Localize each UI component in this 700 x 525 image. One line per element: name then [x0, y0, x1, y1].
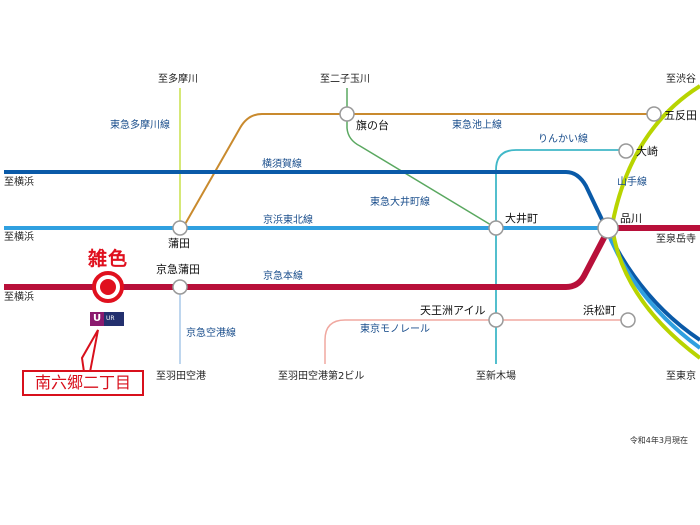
station-keikyu-kamata-marker[interactable] [172, 279, 188, 295]
label-tokyu-ikegami: 東急池上線 [452, 120, 502, 131]
label-rinkai: りんかい線 [538, 134, 588, 145]
nearest-stop-callout: 南六郷二丁目 [22, 370, 144, 396]
ur-logo-mark-icon: U [90, 312, 104, 326]
station-tennozu-label: 天王洲アイル [420, 304, 486, 317]
station-gotanda-marker[interactable] [646, 106, 662, 122]
dest-shibuya: 至渋谷 [666, 74, 696, 85]
station-hatanodai-label: 旗の台 [356, 119, 389, 132]
callout-pointer [80, 329, 99, 373]
label-tokyo-monorail: 東京モノレール [360, 324, 430, 335]
dest-futakotamagawa: 至二子玉川 [320, 74, 370, 85]
line-tokyo-monorail [324, 319, 628, 364]
line-rinkai [495, 149, 626, 364]
station-shinagawa-marker[interactable] [597, 217, 619, 239]
station-keikyu-kamata-label: 京急蒲田 [156, 263, 200, 276]
dest-tokyo: 至東京 [666, 371, 696, 382]
station-shinagawa-label: 品川 [620, 212, 642, 225]
label-yokosuka: 横須賀線 [262, 159, 302, 170]
label-yamanote: 山手線 [617, 177, 647, 188]
station-tennozu-marker[interactable] [488, 312, 504, 328]
station-hamamatsucho-label: 浜松町 [583, 304, 616, 317]
label-keikyu-main: 京急本線 [263, 271, 303, 282]
line-tokyu-ikegami [183, 113, 654, 227]
ur-logo: U UR [90, 312, 124, 326]
line-keikyu-main [4, 225, 700, 290]
station-hatanodai-marker[interactable] [339, 106, 355, 122]
dest-haneda-t2: 至羽田空港第2ビル [278, 371, 365, 382]
station-osaki-marker[interactable] [618, 143, 634, 159]
label-tokyu-oimachi: 東急大井町線 [370, 197, 430, 208]
line-tokyu-oimachi [346, 88, 497, 229]
label-keihin-tohoku: 京浜東北線 [263, 215, 313, 226]
station-oimachi-marker[interactable] [488, 220, 504, 236]
date-note: 令和4年3月現在 [629, 436, 688, 445]
station-kamata-marker[interactable] [172, 220, 188, 236]
ur-logo-text: UR [106, 315, 115, 322]
dest-tamagawa: 至多摩川 [158, 74, 198, 85]
station-oimachi-label: 大井町 [505, 212, 538, 225]
dest-sengakuji: 至泉岳寺 [656, 234, 696, 245]
label-keikyu-airport: 京急空港線 [186, 328, 236, 339]
station-gotanda-label: 五反田 [664, 109, 697, 122]
station-zoshiki-dot [100, 279, 116, 295]
nearest-stop-label: 南六郷二丁目 [34, 373, 131, 392]
highlight-station-name: 雑色 [88, 248, 129, 270]
dest-haneda: 至羽田空港 [156, 371, 206, 382]
dest-shinkiba: 至新木場 [476, 371, 516, 382]
dest-yokohama-keikyu: 至横浜 [4, 292, 34, 303]
station-osaki-label: 大崎 [636, 145, 658, 158]
dest-yokohama-keihin: 至横浜 [4, 232, 34, 243]
label-tokyu-tamagawa: 東急多摩川線 [110, 120, 170, 131]
station-hamamatsucho-marker[interactable] [620, 312, 636, 328]
dest-yokohama-yokosuka: 至横浜 [4, 177, 34, 188]
station-kamata-label: 蒲田 [168, 237, 190, 250]
